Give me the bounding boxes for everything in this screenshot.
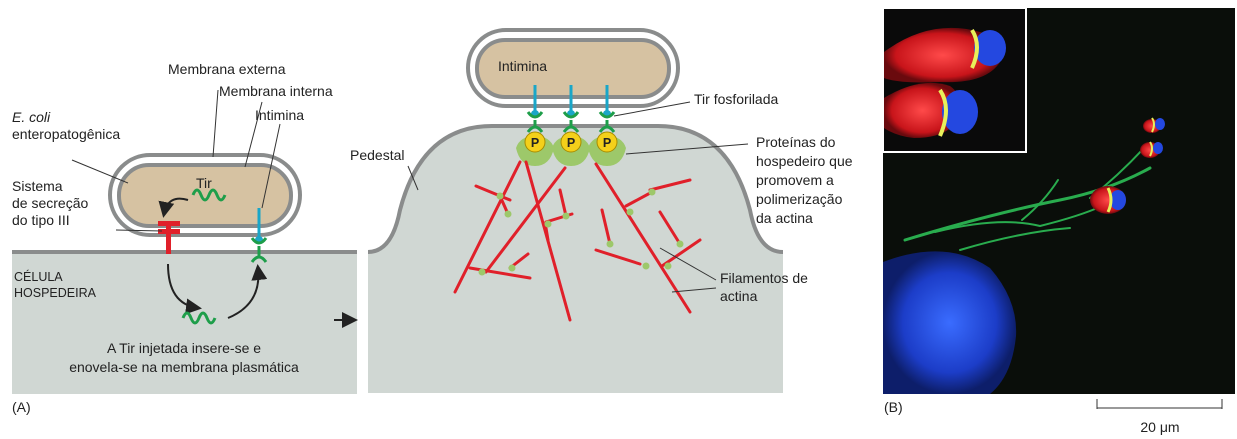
pedestal-membrane <box>367 124 784 254</box>
host-proteins-line3: promovem a <box>756 172 834 188</box>
enteropathogenic-label: enteropatogênica <box>12 126 120 142</box>
panel-mid: Intimina P P P <box>350 28 853 393</box>
actin-filament <box>594 162 692 314</box>
actin-filament <box>453 160 522 294</box>
type-iii-secretion-icon <box>158 221 180 254</box>
actin-filament <box>594 248 642 266</box>
actin-filament <box>624 190 654 208</box>
actin-filament <box>600 208 612 246</box>
phospho-label: P <box>603 136 611 150</box>
leader-inner-membrane <box>244 101 263 168</box>
leader-ecoli <box>71 159 129 184</box>
bacterium-stained-2 <box>1140 141 1163 158</box>
secretion-label-line2: de secreção <box>12 195 88 211</box>
insertion-arrow <box>227 264 268 319</box>
tir-protein-icon <box>191 188 227 202</box>
phospho-label: P <box>531 136 539 150</box>
panel-b-micrograph <box>882 7 1235 394</box>
inset-border <box>882 7 1027 153</box>
panel-a-label: (A) <box>12 399 31 415</box>
host-cell-label-line2: HOSPEDEIRA <box>14 286 97 300</box>
mid-intimin-label: Intimina <box>498 58 547 74</box>
actin-stain-green <box>903 147 1152 251</box>
secretion-label-line1: Sistema <box>12 178 63 194</box>
pedestal-region <box>368 126 783 393</box>
micrograph-inset <box>882 7 1027 153</box>
leader-intimin <box>261 123 281 209</box>
leader-pedestal <box>407 165 419 191</box>
phospho-icon <box>596 131 618 153</box>
leader-outer-membrane <box>212 89 219 158</box>
phospho-icon <box>560 131 582 153</box>
mid-bacterium-inner-membrane <box>475 38 671 99</box>
tir-complex-1: P <box>516 85 554 166</box>
tir-transport-arrow <box>158 197 189 218</box>
pedestal-label: Pedestal <box>350 147 404 163</box>
leader-tir-phos <box>613 101 691 117</box>
actin-label-line1: Filamentos de <box>720 270 808 286</box>
injection-arrow <box>167 263 202 315</box>
actin-label-line2: actina <box>720 288 758 304</box>
bacterium-stained-3 <box>1143 117 1165 133</box>
leader-host-proteins <box>625 143 749 155</box>
injected-tir-icon <box>181 311 217 325</box>
actin-filaments <box>453 160 702 322</box>
leader-secretion <box>115 229 163 232</box>
tir-receptor-icon <box>250 237 268 263</box>
host-proteins-line4: polimerização <box>756 191 843 207</box>
host-cell-label-line1: CÉLULA <box>14 269 63 284</box>
tir-complex-2: P <box>552 85 590 166</box>
host-cell-region <box>12 252 357 394</box>
secretion-label-line3: do tipo III <box>12 212 70 228</box>
ecoli-label: E. coli <box>12 109 51 125</box>
actin-nucleation-dots <box>478 188 684 276</box>
actin-filament <box>660 238 702 268</box>
host-nucleus-blue <box>883 251 1017 394</box>
host-proteins-line5: da actina <box>756 210 813 226</box>
actin-filament <box>544 226 550 242</box>
host-proteins-line1: Proteínas do <box>756 134 836 150</box>
actin-filament <box>648 178 692 192</box>
phospho-icon <box>524 131 546 153</box>
host-proteins-line2: hospedeiro que <box>756 153 853 169</box>
inner-membrane-label: Membrana interna <box>219 83 333 99</box>
leader-actin-2 <box>671 287 717 293</box>
actin-filament <box>484 166 567 274</box>
actin-filament <box>474 184 512 202</box>
actin-filament <box>658 210 682 246</box>
scale-bar <box>1096 399 1223 409</box>
panel-a: Tir Membrana externa Membrana interna In… <box>12 61 357 415</box>
tir-label: Tir <box>196 175 212 191</box>
intimin-label: Intimina <box>255 107 304 123</box>
tir-phos-label: Tir fosforilada <box>694 91 779 107</box>
scale-bar-label: 20 μm <box>1140 419 1179 435</box>
tir-complex-3: P <box>588 85 626 166</box>
outer-membrane-label: Membrana externa <box>168 61 286 77</box>
leader-actin-1 <box>659 247 717 281</box>
bacterium-stained-1 <box>1090 186 1126 214</box>
injected-text-line2: enovela-se na membrana plasmática <box>69 359 299 375</box>
injected-text-line1: A Tir injetada insere-se e <box>107 340 261 356</box>
panel-b-label: (B) <box>884 399 903 415</box>
actin-filament <box>558 188 568 218</box>
phospho-label: P <box>567 136 575 150</box>
